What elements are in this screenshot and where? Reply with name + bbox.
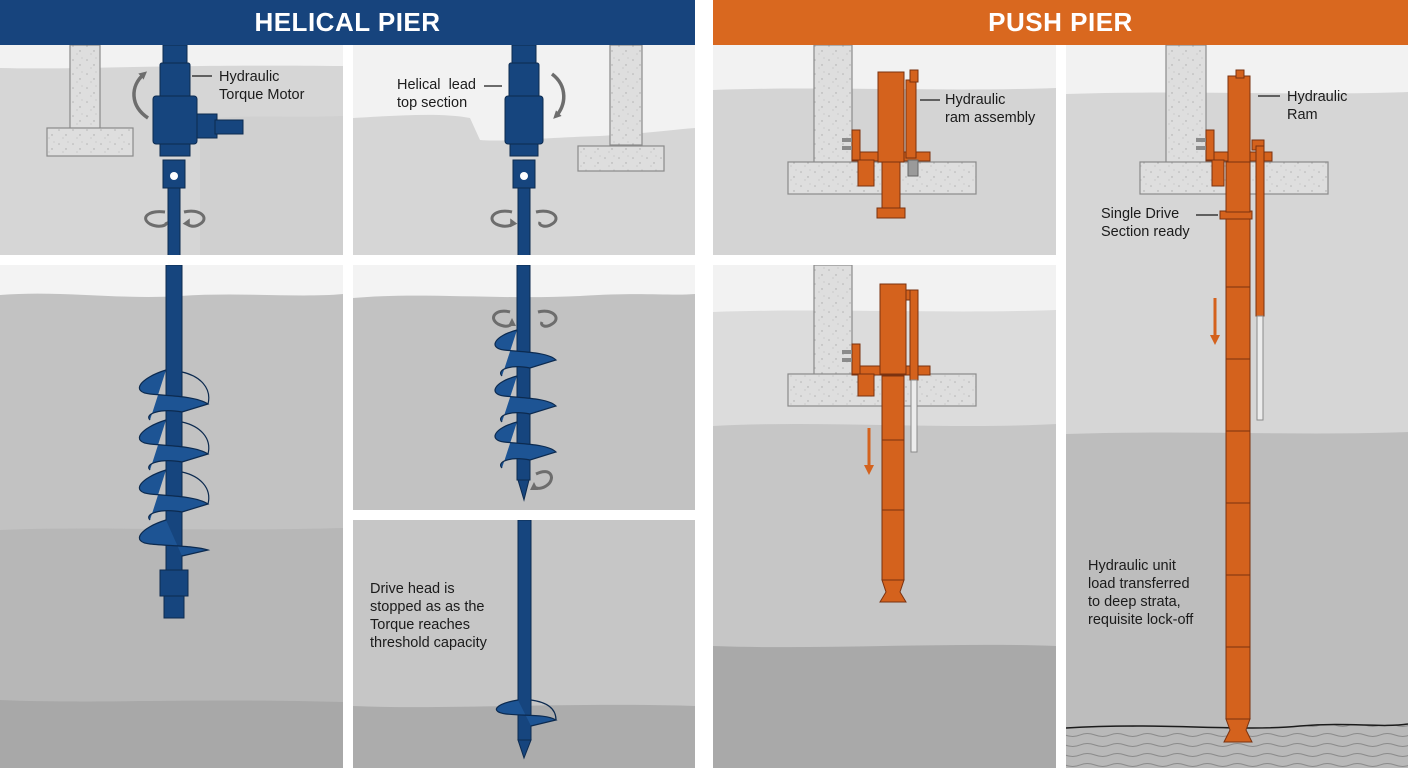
rotation-arrow-icon bbox=[144, 210, 168, 228]
push-header-bar bbox=[713, 0, 1408, 45]
rotation-arrow-icon bbox=[530, 470, 553, 491]
panel-push-full-depth bbox=[1066, 45, 1408, 768]
helical-lead-shaft bbox=[494, 265, 558, 502]
helical-pier-shaft bbox=[152, 45, 244, 255]
panel-helical-install bbox=[0, 45, 343, 255]
helical-lead-shaft bbox=[495, 520, 558, 760]
helical-header-bar bbox=[0, 0, 695, 45]
helical-lead-shaft bbox=[138, 265, 211, 619]
rotation-arrow-icon bbox=[492, 309, 516, 328]
rotation-arrow-icon bbox=[490, 209, 518, 228]
push-pier-title: PUSH PIER bbox=[988, 7, 1133, 37]
push-pier-shaft bbox=[842, 283, 931, 603]
foundation-footing bbox=[46, 45, 134, 157]
rotation-arrow-icon bbox=[182, 209, 206, 228]
foundation-footing bbox=[577, 45, 665, 172]
panel-helical-advance bbox=[353, 265, 695, 510]
panel-push-driving bbox=[713, 265, 1056, 768]
rotation-arrow-icon bbox=[535, 209, 558, 228]
deep-strata-bedrock bbox=[1066, 724, 1408, 768]
rotation-arrow-icon bbox=[132, 71, 150, 120]
helical-pier-shaft bbox=[504, 45, 544, 255]
panel-helical-torque bbox=[353, 520, 695, 768]
helical-pier-title: HELICAL PIER bbox=[254, 7, 441, 37]
push-pier-bracket bbox=[842, 69, 931, 219]
rotation-arrow-icon bbox=[537, 309, 558, 328]
panel-helical-lead bbox=[353, 45, 695, 255]
rotation-arrow-icon bbox=[550, 72, 566, 119]
panel-helical-soil bbox=[0, 265, 343, 768]
panel-push-bracket bbox=[713, 45, 1056, 255]
push-pier-shaft bbox=[1196, 69, 1273, 743]
